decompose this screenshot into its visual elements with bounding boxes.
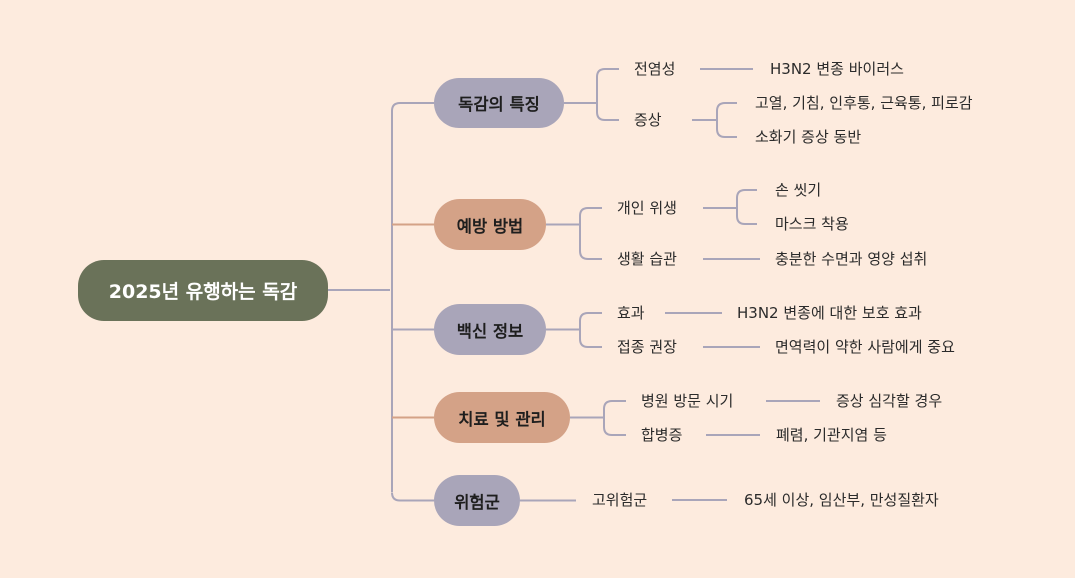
branch-label: 위험군: [454, 492, 500, 512]
item-connector: [579, 338, 602, 348]
detail-label[interactable]: 소화기 증상 동반: [755, 128, 862, 146]
item-label[interactable]: 접종 권장: [617, 338, 677, 356]
detail-label[interactable]: 면역력이 약한 사람에게 중요: [775, 338, 955, 356]
item-connector: [579, 312, 602, 322]
item-connector: [579, 250, 602, 260]
branch-node-risk[interactable]: 위험군: [434, 475, 520, 526]
branch-connector-features: [391, 102, 434, 112]
root-node[interactable]: 2025년 유행하는 독감: [78, 260, 328, 321]
item-connector: [579, 207, 602, 217]
detail-label[interactable]: 충분한 수면과 영양 섭취: [775, 250, 928, 268]
branch-label: 백신 정보: [456, 321, 524, 341]
detail-connector: [736, 189, 757, 199]
detail-label[interactable]: 폐렴, 기관지염 등: [776, 426, 887, 444]
branch-node-vaccine[interactable]: 백신 정보: [434, 304, 546, 355]
detail-label[interactable]: 고열, 기침, 인후통, 근육통, 피로감: [755, 94, 973, 112]
detail-label[interactable]: H3N2 변종 바이러스: [770, 60, 904, 78]
item-label[interactable]: 효과: [617, 304, 645, 322]
branch-label: 치료 및 관리: [458, 409, 546, 429]
branch-label: 독감의 특징: [458, 95, 540, 114]
item-label[interactable]: 생활 습관: [617, 250, 677, 268]
detail-connector: [716, 102, 737, 112]
branch-connector-risk: [391, 492, 434, 502]
item-connector: [596, 111, 619, 121]
item-label[interactable]: 증상: [634, 111, 662, 129]
detail-label[interactable]: 손 씻기: [775, 181, 822, 199]
item-connector: [603, 400, 626, 410]
item-connector: [603, 426, 626, 436]
detail-label[interactable]: 증상 심각할 경우: [836, 392, 943, 410]
detail-label[interactable]: 마스크 착용: [775, 215, 849, 233]
branch-node-treatment[interactable]: 치료 및 관리: [434, 392, 570, 443]
item-label[interactable]: 합병증: [641, 426, 683, 444]
branch-label: 예방 방법: [456, 216, 524, 236]
branch-node-prevention[interactable]: 예방 방법: [434, 199, 546, 250]
detail-connector: [736, 215, 757, 225]
item-label[interactable]: 병원 방문 시기: [641, 392, 734, 410]
item-connector: [596, 68, 619, 78]
item-label[interactable]: 전염성: [634, 60, 676, 78]
detail-label[interactable]: H3N2 변종에 대한 보호 효과: [737, 304, 922, 322]
branch-node-features[interactable]: 독감의 특징: [434, 78, 564, 128]
detail-label[interactable]: 65세 이상, 임산부, 만성질환자: [744, 491, 939, 509]
detail-connector: [716, 128, 737, 138]
item-label[interactable]: 개인 위생: [617, 199, 677, 217]
item-label[interactable]: 고위험군: [592, 491, 648, 509]
root-label: 2025년 유행하는 독감: [108, 281, 298, 303]
